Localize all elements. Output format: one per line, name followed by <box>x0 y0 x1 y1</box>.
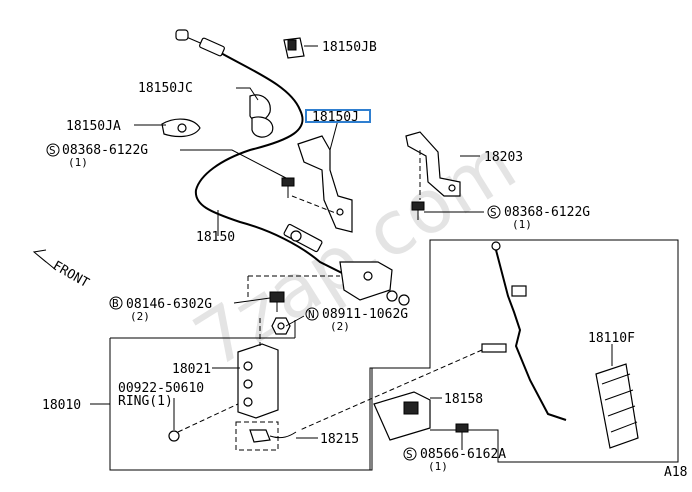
bracket-18021 <box>237 343 279 419</box>
label-18150jb: 18150JB <box>322 40 377 55</box>
highlight-box-18150j <box>305 109 371 123</box>
bolt-08146-head <box>269 291 285 303</box>
pedal-rod-guide <box>299 349 483 431</box>
cable-upper-adjuster <box>199 37 225 57</box>
marker-08911: N <box>308 308 315 321</box>
stopper-18158 <box>373 391 431 441</box>
label-08368-left: 08368-6122G <box>62 143 148 158</box>
bracket-18150j-hole <box>336 208 344 216</box>
pedal-pad-rib-1 <box>601 373 631 385</box>
part-18215-spring <box>269 431 297 439</box>
marker-08566: S <box>406 448 413 461</box>
assembly-frame-inner <box>110 368 373 471</box>
bolt-08368-left-guide <box>291 195 339 215</box>
front-arrow-icon <box>32 249 57 271</box>
clip-18150ja-hole <box>177 123 187 133</box>
part-18215 <box>249 429 271 443</box>
cable-end-fitting-b <box>398 294 410 306</box>
label-08146: 08146-6302G <box>126 297 212 312</box>
std-part-marker-icon <box>46 143 60 157</box>
qty-08911: (2) <box>330 320 350 333</box>
qty-08566: (1) <box>428 460 448 473</box>
cable-end-bracket <box>339 261 393 301</box>
marker-08368-left: S <box>49 144 56 157</box>
qty-08368-left: (1) <box>68 156 88 169</box>
stopper-18158-block <box>403 401 419 415</box>
pedal-arm-bracket <box>511 285 527 297</box>
std-part-marker-icon <box>403 447 417 461</box>
pedal-pad-rib-2 <box>604 389 634 401</box>
throttle-cable <box>194 47 353 279</box>
pedal-stop-rod <box>481 343 507 353</box>
ring-00922 <box>168 430 180 442</box>
label-18150: 18150 <box>196 230 235 245</box>
cable-lower-nut <box>290 230 302 242</box>
bolt-08368-right-head <box>411 201 425 211</box>
cable-end-cap <box>175 29 189 41</box>
pedal-pad-rib-3 <box>607 405 636 417</box>
marker-08368-right: S <box>490 206 497 219</box>
qty-08368-right: (1) <box>512 218 532 231</box>
label-18150j: 18150J <box>312 110 359 125</box>
pedal-arm-top-pivot <box>491 241 501 251</box>
part-18215-outline <box>235 421 279 451</box>
cable-end-hole <box>363 271 373 281</box>
label-18021: 18021 <box>172 362 211 377</box>
label-18203: 18203 <box>484 150 523 165</box>
pedal-pad-18110f <box>595 363 639 449</box>
accelerator-pedal-arm <box>495 249 567 421</box>
label-18150jc: 18150JC <box>138 81 193 96</box>
label-18110f: 18110F <box>588 331 635 346</box>
bracket-18203-hole <box>448 184 456 192</box>
label-18215: 18215 <box>320 432 359 447</box>
bracket-18021-hole-b <box>243 379 253 389</box>
nut-08911-hole <box>277 322 285 330</box>
qty-08146: (2) <box>130 310 150 323</box>
std-part-marker-icon <box>109 296 123 310</box>
watermark: 7zap.com <box>180 121 531 385</box>
bracket-18150j <box>297 135 353 233</box>
label-08911: 08911-1062G <box>322 307 408 322</box>
label-18010: 18010 <box>42 398 81 413</box>
label-00922: 00922-50610 <box>118 381 204 396</box>
label-18158: 18158 <box>444 392 483 407</box>
cable-end-fitting-a <box>386 290 398 302</box>
label-ring: RING(1) <box>118 394 173 409</box>
std-part-marker-icon <box>305 307 319 321</box>
front-label: FRONT <box>50 258 92 291</box>
label-18150ja: 18150JA <box>66 119 121 134</box>
label-08566: 08566-6162A <box>420 447 506 462</box>
std-part-marker-icon <box>487 205 501 219</box>
bracket-18021-hole-c <box>243 397 253 407</box>
marker-08146: B <box>112 297 119 310</box>
page-code: A18 <box>664 465 687 480</box>
leader-lines <box>90 45 613 450</box>
bolt-08368-left-head <box>281 177 295 187</box>
ring-00922-guide <box>177 403 239 433</box>
bracket-18021-hole-a <box>243 361 253 371</box>
clip-18150jc-lower <box>251 116 274 138</box>
clip-18150jb-slot <box>287 39 297 51</box>
screw-08566-head <box>455 423 469 433</box>
label-08368-right: 08368-6122G <box>504 205 590 220</box>
pedal-pad-rib-4 <box>610 421 638 433</box>
